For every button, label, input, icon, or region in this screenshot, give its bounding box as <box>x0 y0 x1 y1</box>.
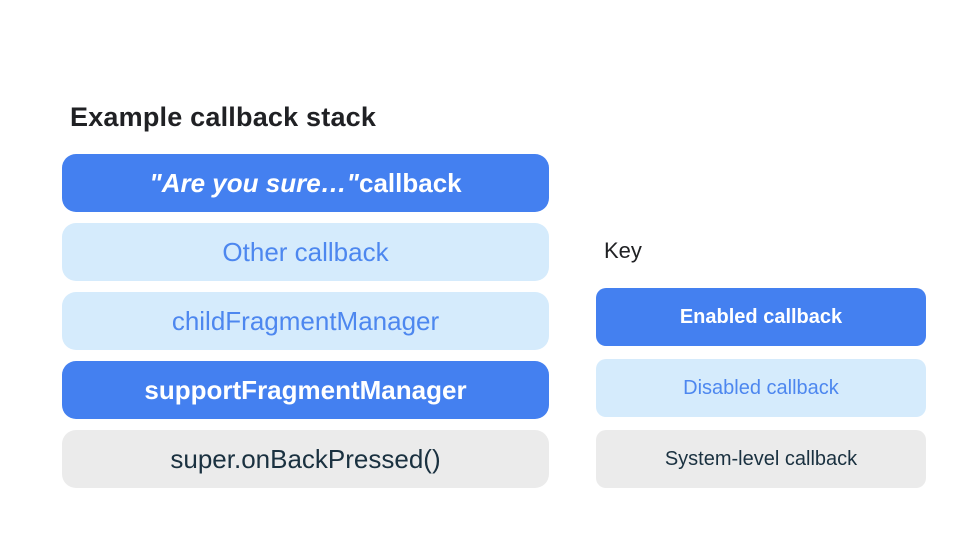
stack-box-are-you-sure-callback: "Are you sure…" callback <box>62 154 549 212</box>
callback-stack: "Are you sure…" callback Other callback … <box>62 154 549 488</box>
key-box-enabled-callback: Enabled callback <box>596 288 926 346</box>
stack-box-quoted-label: "Are you sure…" <box>149 167 359 198</box>
key-legend: Enabled callback Disabled callback Syste… <box>596 288 926 488</box>
stack-box-child-fragment-manager: childFragmentManager <box>62 292 549 350</box>
key-title: Key <box>604 238 642 263</box>
stack-box-other-callback: Other callback <box>62 223 549 281</box>
stack-box-support-fragment-manager: supportFragmentManager <box>62 361 549 419</box>
stack-box-super-onbackpressed: super.onBackPressed() <box>62 430 549 488</box>
key-box-system-level-callback: System-level callback <box>596 430 926 488</box>
stack-box-rest-label: callback <box>358 167 462 198</box>
diagram-title: Example callback stack <box>70 102 377 132</box>
key-box-disabled-callback: Disabled callback <box>596 359 926 417</box>
